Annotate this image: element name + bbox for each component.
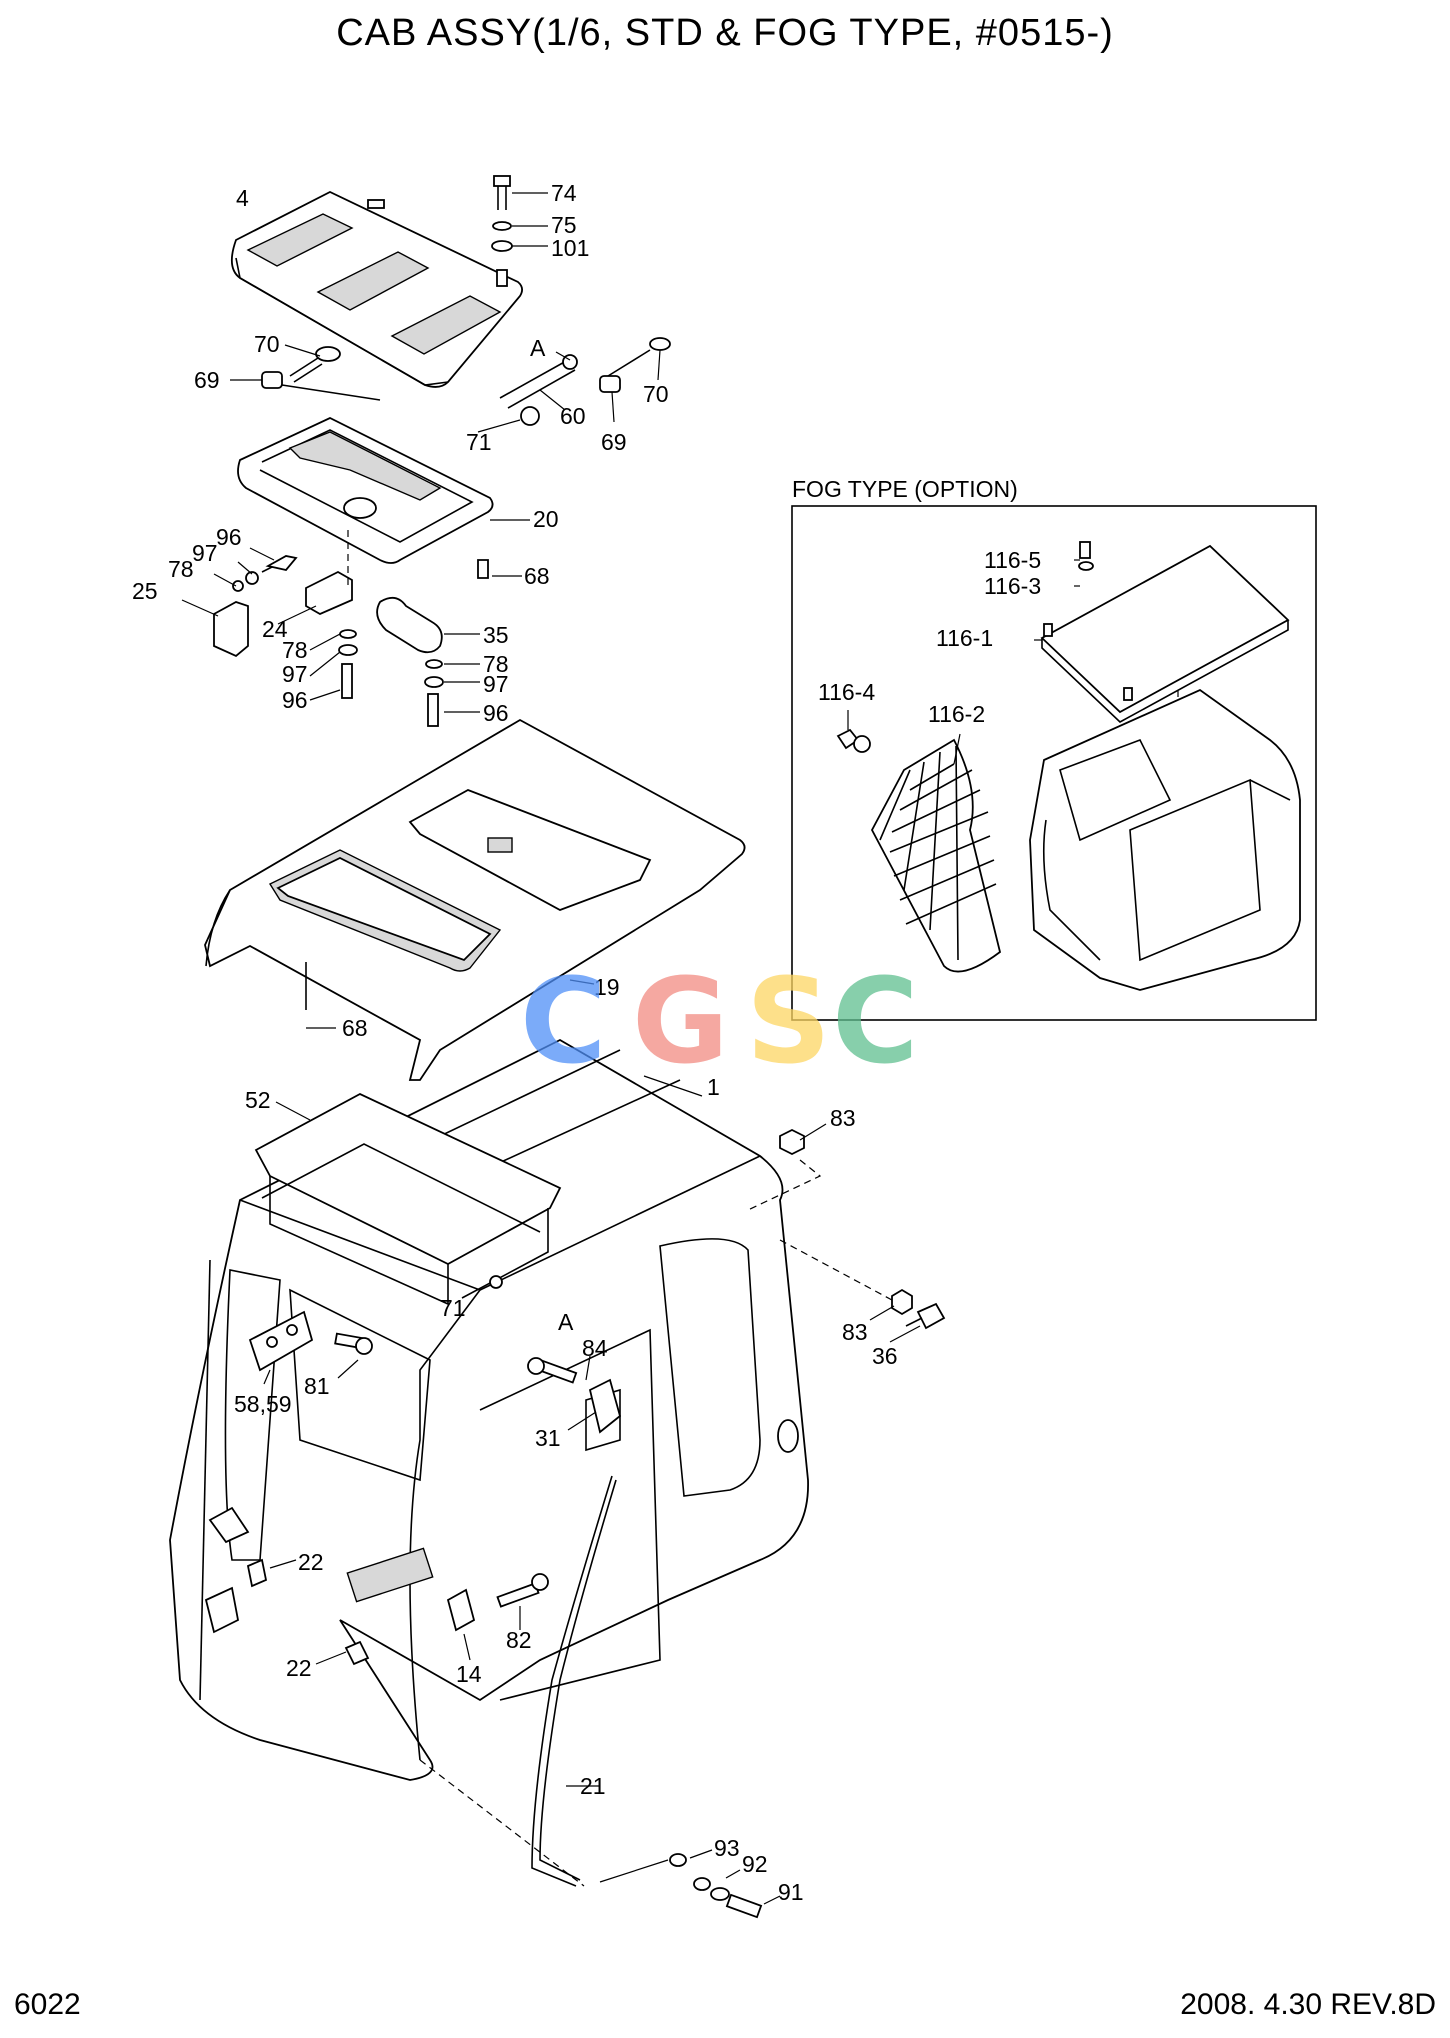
latch-parts-24-25 [181, 530, 358, 701]
callout-36: 36 [872, 1343, 898, 1369]
callout-68: 68 [524, 563, 550, 589]
callout-78: 78 [168, 556, 194, 582]
cab-body-part-1 [169, 1038, 809, 1781]
callout-24: 24 [262, 616, 288, 642]
revision-date: 2008. 4.30 REV.8D [1180, 1988, 1436, 2021]
page-title: CAB ASSY(1/6, STD & FOG TYPE, #0515-) [336, 12, 1114, 54]
hinge-31-bolt-84 [527, 1355, 622, 1434]
callout-82: 82 [506, 1627, 532, 1653]
callout-83: 83 [842, 1319, 868, 1345]
callout-58-59: 58,59 [234, 1391, 292, 1417]
watermark-letter-c1: C [520, 952, 607, 1090]
callout-116-4: 116-4 [818, 679, 875, 705]
callout-22: 22 [298, 1549, 324, 1575]
callout-84: 84 [582, 1335, 608, 1361]
callout-60: 60 [560, 403, 586, 429]
callout-70: 70 [254, 331, 280, 357]
callout-101: 101 [551, 235, 589, 261]
callout-116-1: 116-1 [936, 625, 993, 651]
bracket-58-59-bolt-81 [248, 1310, 373, 1385]
callout-92: 92 [742, 1851, 768, 1877]
callout-116-2: 116-2 [928, 701, 985, 727]
callout-labels: 4 74 75 101 70 69 A 60 71 69 70 20 68 96… [132, 180, 1041, 1905]
callout-78: 78 [282, 637, 308, 663]
callout-97: 97 [483, 671, 509, 697]
catches-22-bracket-14-bolt-82 [204, 1506, 549, 1666]
page-number: 6022 [14, 1988, 81, 2021]
callout-91: 91 [778, 1879, 804, 1905]
callout-A: A [558, 1309, 574, 1335]
roof-cover-part-4 [230, 190, 523, 388]
pin-70-69-left [230, 344, 381, 401]
support-rod-21-hardware-93-92-91 [419, 1475, 781, 1919]
callout-35: 35 [483, 622, 509, 648]
callout-20: 20 [533, 506, 559, 532]
cgsc-watermark: C G S C [520, 952, 919, 1090]
watermark-letter-s: S [746, 952, 831, 1090]
callout-52: 52 [245, 1087, 271, 1113]
callout-31: 31 [535, 1425, 561, 1451]
roof-panel-part-19 [204, 718, 746, 1081]
fog-cab-outline [1029, 688, 1301, 991]
callout-69: 69 [194, 367, 220, 393]
callout-96: 96 [282, 687, 308, 713]
callout-74: 74 [551, 180, 577, 206]
hatch-frame-part-20 [237, 417, 530, 579]
callout-69: 69 [601, 429, 627, 455]
callout-1: 1 [707, 1074, 720, 1100]
callout-96: 96 [216, 524, 242, 550]
callout-70: 70 [643, 381, 669, 407]
callout-22: 22 [286, 1655, 312, 1681]
callout-116-3: 116-3 [984, 573, 1041, 599]
callout-81: 81 [304, 1373, 330, 1399]
callout-97: 97 [282, 661, 308, 687]
callout-19: 19 [594, 974, 620, 1000]
fog-guard-front-116-2 [836, 710, 1002, 973]
fog-option-title: FOG TYPE (OPTION) [792, 476, 1018, 502]
callout-71: 71 [466, 429, 492, 455]
callout-93: 93 [714, 1835, 740, 1861]
callout-75: 75 [551, 212, 577, 238]
pin-70-69-right [599, 337, 671, 423]
callout-78: 78 [483, 651, 509, 677]
callout-25: 25 [132, 578, 158, 604]
watermark-letter-c2: C [832, 952, 919, 1090]
fog-option-box [791, 505, 1317, 1021]
callout-21: 21 [580, 1773, 606, 1799]
callout-A: A [530, 335, 546, 361]
watermark-letter-g: G [632, 952, 729, 1090]
callout-96: 96 [483, 700, 509, 726]
callout-14: 14 [456, 1661, 482, 1687]
callout-4: 4 [236, 185, 249, 211]
callout-71: 71 [440, 1295, 466, 1321]
handle-part-35 [376, 596, 480, 727]
handrail-part-52 [254, 1092, 562, 1306]
gas-strut-60 [477, 351, 578, 433]
bolt-74 [491, 175, 548, 252]
callout-83: 83 [830, 1105, 856, 1131]
callout-97: 97 [192, 540, 218, 566]
nut-83-bolt-36 [747, 1123, 946, 1343]
callout-68: 68 [342, 1015, 368, 1041]
callout-116-5: 116-5 [984, 547, 1041, 573]
